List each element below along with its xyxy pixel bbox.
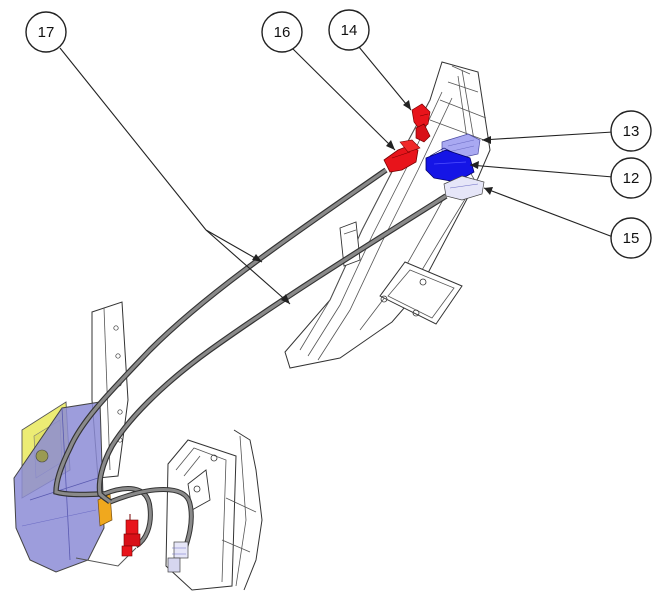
lower-detail-view [13,301,263,591]
callout-16: 16 [261,11,303,53]
callout-16-label: 16 [274,24,291,41]
connector-12-blue [425,147,475,183]
connector-15-white [443,175,485,201]
lower-red-connector [121,514,141,557]
connector-14-red [411,103,431,143]
callout-14: 14 [328,9,370,51]
callout-12-label: 12 [623,170,640,187]
callout-14-label: 14 [341,22,358,39]
lower-white-connector [167,541,189,573]
upper-rail-assembly [284,61,491,369]
leader-lines [59,46,614,305]
connector-16-red [383,139,421,173]
callout-13: 13 [610,110,652,152]
callout-17: 17 [25,11,67,53]
callout-15: 15 [610,217,652,259]
callout-17-label: 17 [38,24,55,41]
cable-17 [53,167,448,505]
callout-15-label: 15 [623,230,640,247]
callout-12: 12 [610,157,652,199]
callout-13-label: 13 [623,123,640,140]
